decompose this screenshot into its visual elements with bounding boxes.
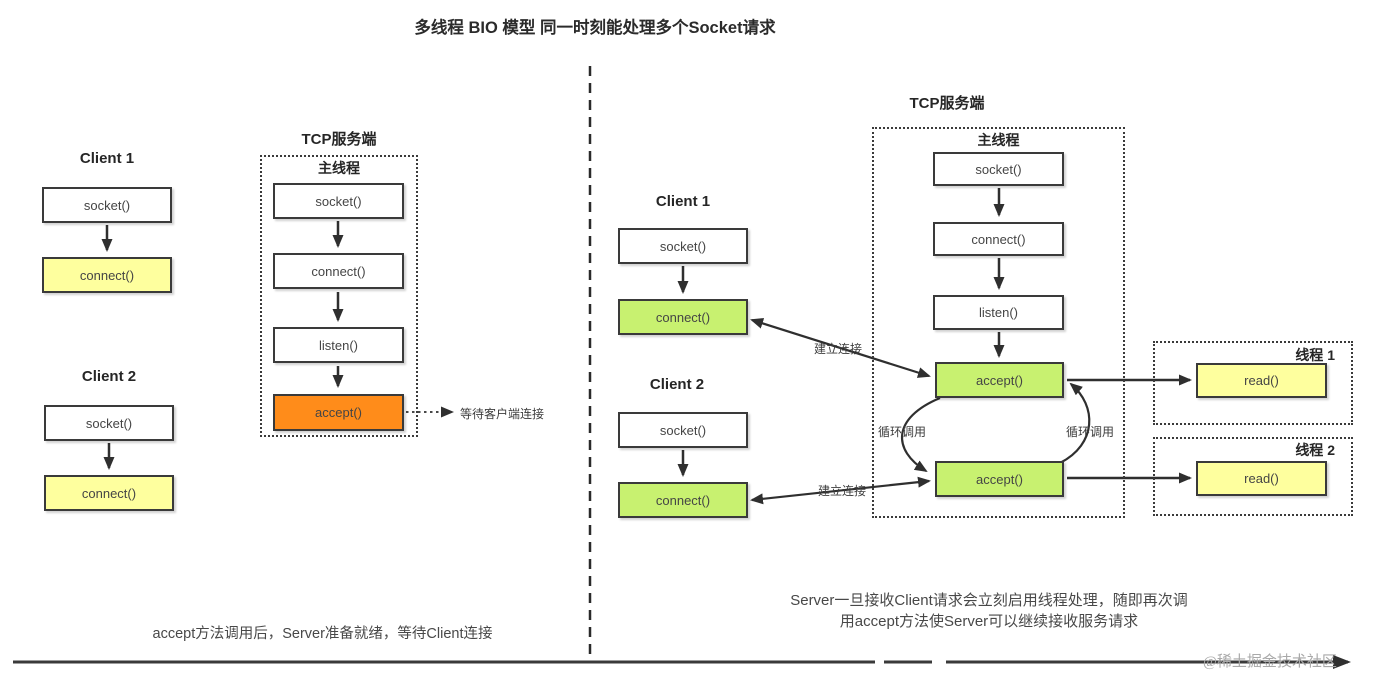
watermark: @稀土掘金技术社区	[1203, 654, 1337, 670]
right-client2-socket-box: socket()	[618, 412, 748, 448]
right-server-socket-box: socket()	[933, 152, 1064, 186]
establish-connection-label-1: 建立连接	[814, 342, 863, 356]
right-client2-connect-label: connect()	[655, 492, 711, 508]
left-client2-connect-box: connect()	[44, 475, 174, 511]
right-client1-title: Client 1	[655, 193, 711, 210]
left-server-listen-box: listen()	[273, 327, 404, 363]
left-server-connect-label: connect()	[311, 263, 366, 279]
right-client2-connect-box: connect()	[618, 482, 748, 518]
right-client1-socket-box: socket()	[618, 228, 748, 264]
loop-call-label-right: 循环调用	[1066, 425, 1115, 439]
right-server-accept2-box: accept()	[935, 461, 1064, 497]
right-client1-connect-box: connect()	[618, 299, 748, 335]
left-client2-socket-box: socket()	[44, 405, 174, 441]
arrow-loop-call-left-curve	[901, 396, 941, 473]
left-client2-socket-label: socket()	[85, 415, 133, 431]
right-server-connect-box: connect()	[933, 222, 1064, 256]
right-server-title: TCP服务端	[909, 95, 985, 112]
right-client1-connect-label: connect()	[655, 309, 711, 325]
loop-call-label-left: 循环调用	[878, 425, 927, 439]
left-client1-socket-label: socket()	[83, 197, 131, 213]
left-client2-connect-label: connect()	[81, 485, 137, 501]
left-server-socket-label: socket()	[315, 193, 362, 209]
establish-connection-label-2: 建立连接	[818, 484, 867, 498]
diagram-title: 多线程 BIO 模型 同一时刻能处理多个Socket请求	[414, 19, 776, 37]
right-server-socket-label: socket()	[975, 161, 1022, 177]
left-client2-title: Client 2	[81, 368, 137, 385]
right-client2-title: Client 2	[649, 376, 705, 393]
left-server-main-thread-container	[260, 155, 418, 437]
wait-client-note: 等待客户端连接	[460, 407, 545, 421]
left-server-thread-label: 主线程	[318, 160, 360, 176]
right-server-connect-label: connect()	[971, 231, 1026, 247]
left-server-accept-box: accept()	[273, 394, 404, 431]
left-server-connect-box: connect()	[273, 253, 404, 289]
thread2-container	[1153, 437, 1353, 516]
thread1-label: 线程 1	[1295, 347, 1335, 363]
right-server-thread-label: 主线程	[977, 132, 1020, 148]
left-server-title: TCP服务端	[301, 131, 377, 148]
left-client1-socket-box: socket()	[42, 187, 172, 223]
right-server-accept1-label: accept()	[976, 372, 1023, 388]
left-client1-title: Client 1	[79, 150, 135, 167]
thread1-read-box: read()	[1196, 363, 1327, 398]
left-server-accept-label: accept()	[315, 405, 362, 420]
left-client1-connect-label: connect()	[79, 267, 135, 283]
arrow-establish-connection-client1	[750, 318, 931, 378]
thread2-read-box: read()	[1196, 461, 1327, 496]
arrow-establish-connection-client2	[750, 476, 931, 505]
thread1-container	[1153, 341, 1353, 425]
right-server-listen-box: listen()	[933, 295, 1064, 330]
left-caption: accept方法调用后，Server准备就绪，等待Client连接	[152, 626, 493, 642]
left-server-listen-label: listen()	[318, 337, 358, 353]
right-server-main-thread-container	[872, 127, 1125, 518]
right-server-listen-label: listen()	[978, 305, 1018, 320]
thread2-label: 线程 2	[1295, 442, 1335, 458]
right-server-accept1-box: accept()	[935, 362, 1064, 398]
thread2-read-label: read()	[1244, 471, 1279, 486]
right-client1-socket-label: socket()	[659, 238, 707, 254]
right-client2-socket-label: socket()	[659, 422, 707, 438]
arrow-loop-call-right-curve	[1059, 382, 1091, 464]
right-server-accept2-label: accept()	[976, 471, 1023, 487]
left-client1-connect-box: connect()	[42, 257, 172, 293]
thread1-read-label: read()	[1244, 373, 1279, 388]
left-server-socket-box: socket()	[273, 183, 404, 219]
right-caption: Server一旦接收Client请求会立刻启用线程处理，随即再次调用accept…	[790, 592, 1188, 630]
